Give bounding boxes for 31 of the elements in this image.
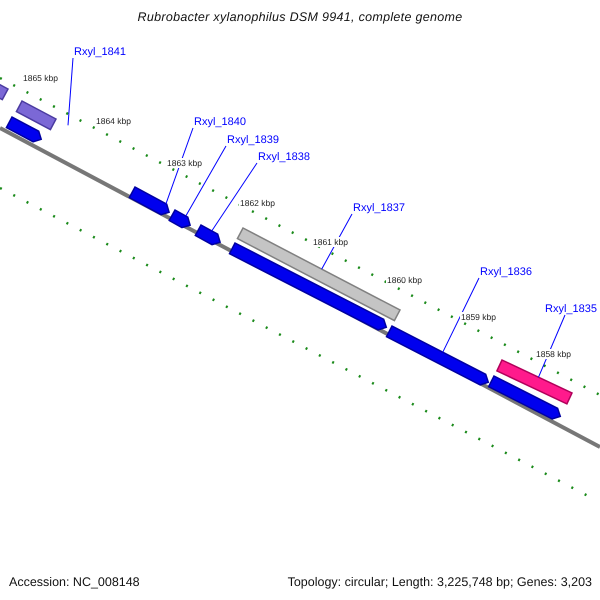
- gene-label: Rxyl_1837: [353, 202, 405, 215]
- leader-line: [166, 128, 194, 204]
- gene-feature: [194, 224, 222, 246]
- gene-feature: [386, 324, 490, 386]
- scale-label: 1858 kbp: [535, 349, 572, 359]
- gene-feature: [488, 375, 562, 420]
- leader-line: [185, 146, 226, 216]
- gene-feature: [496, 359, 573, 405]
- gene-feature: [15, 100, 58, 131]
- gene-feature: [128, 186, 170, 216]
- leader-line: [442, 278, 480, 353]
- gene-feature: [168, 208, 192, 228]
- leader-line: [211, 162, 258, 232]
- gene-feature: [5, 116, 42, 143]
- scale-label: 1859 kbp: [460, 312, 497, 322]
- title: Rubrobacter xylanophilus DSM 9941, complete genome: [136, 10, 464, 25]
- gene-label: Rxyl_1839: [227, 134, 279, 147]
- scale-label: 1864 kbp: [95, 116, 132, 126]
- genome-info-text: Topology: circular; Length: 3,225,748 bp; Genes: 3,203: [288, 575, 592, 590]
- gene-label: Rxyl_1840: [194, 116, 246, 129]
- scale-label: 1862 kbp: [239, 198, 276, 208]
- gene-label: Rxyl_1841: [74, 46, 126, 59]
- scale-label: 1860 kbp: [386, 275, 423, 285]
- scale-label: 1861 kbp: [312, 237, 349, 247]
- scale-label: 1863 kbp: [166, 158, 203, 168]
- gene-label: Rxyl_1836: [480, 266, 532, 279]
- gene-label: Rxyl_1835: [545, 303, 597, 316]
- gene-label: Rxyl_1838: [258, 151, 310, 164]
- leader-line: [68, 58, 74, 126]
- scale-label: 1865 kbp: [22, 73, 59, 83]
- accession-text: Accession: NC_008148: [9, 575, 140, 590]
